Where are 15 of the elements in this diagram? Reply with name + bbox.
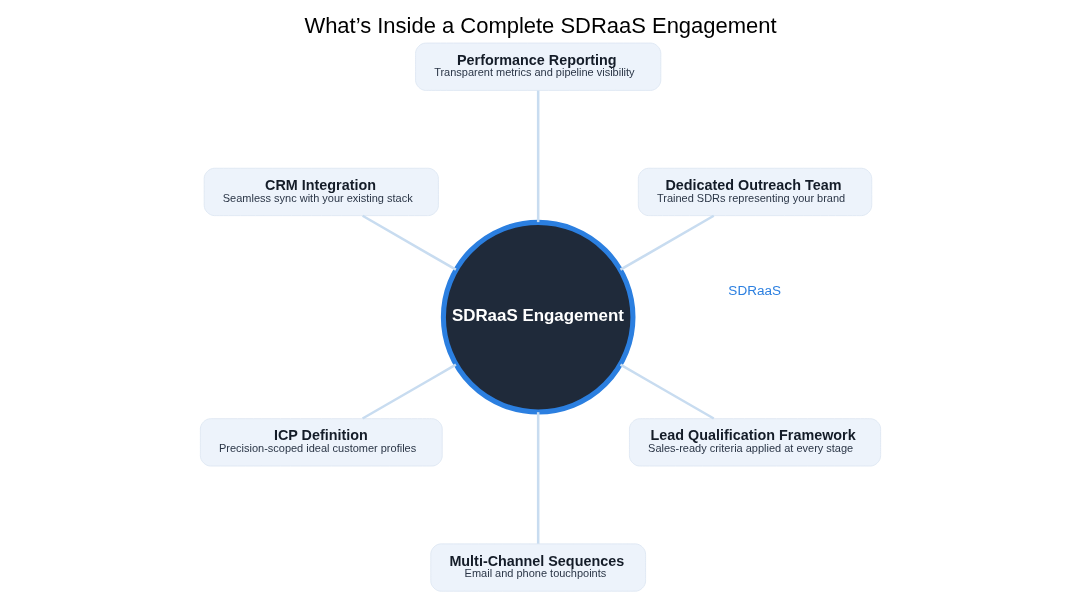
connector	[361, 214, 456, 271]
node-box: Multi-Channel Sequences Email and phone touchpoints	[429, 543, 646, 592]
connector	[536, 412, 539, 544]
diagram-title: What’s Inside a Complete SDRaaS Engagement	[303, 12, 777, 38]
connector	[361, 363, 456, 420]
node-box: Lead Qualification Framework Sales-ready criteria applied at every stage	[628, 418, 881, 467]
connector	[536, 90, 539, 223]
connector	[619, 363, 714, 420]
connector	[619, 214, 714, 271]
node-box: Dedicated Outreach Team Trained SDRs representing your brand	[637, 167, 872, 217]
label: SDRaaS	[727, 282, 781, 298]
node-box: CRM Integration Seamless sync with your existing stack	[203, 167, 439, 217]
node-box: ICP Definition Precision-scoped ideal customer profiles	[199, 418, 443, 467]
node-circle: SDRaaS Engagement	[440, 219, 635, 415]
node-box: Performance Reporting Transparent metrics and pipeline visibility	[414, 42, 661, 91]
